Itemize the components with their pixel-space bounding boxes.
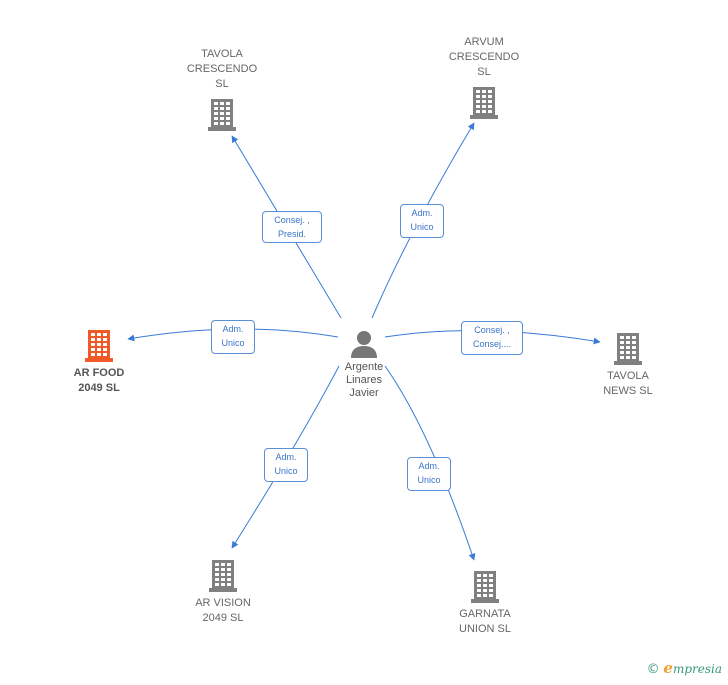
building-icon xyxy=(167,97,277,131)
edge-role-label[interactable]: Adm. Unico xyxy=(211,320,255,354)
company-node-tavola-crescendo[interactable]: TAVOLA CRESCENDO SL xyxy=(167,47,277,131)
company-node-garnata-union[interactable]: GARNATA UNION SL xyxy=(430,569,540,637)
building-icon xyxy=(429,85,539,119)
person-node[interactable]: Argente Linares Javier xyxy=(309,329,419,400)
person-label: Argente Linares Javier xyxy=(344,361,384,399)
edge-role-label[interactable]: Adm. Unico xyxy=(400,204,444,238)
company-label: TAVOLA NEWS SL xyxy=(603,370,653,397)
company-node-arvum-crescendo[interactable]: ARVUM CRESCENDO SL xyxy=(429,35,539,119)
building-icon xyxy=(44,328,154,362)
company-label: GARNATA UNION SL xyxy=(459,608,511,635)
building-icon xyxy=(430,569,540,603)
copyright-icon: © xyxy=(646,662,660,677)
empresia-watermark[interactable]: © empresia xyxy=(647,659,722,677)
company-node-tavola-news[interactable]: TAVOLA NEWS SL xyxy=(573,331,683,399)
company-node-ar-vision[interactable]: AR VISION 2049 SL xyxy=(168,558,278,626)
company-label: TAVOLA CRESCENDO SL xyxy=(186,48,258,90)
building-icon xyxy=(573,331,683,365)
edge-role-label[interactable]: Adm. Unico xyxy=(407,457,451,491)
company-label: ARVUM CRESCENDO SL xyxy=(448,36,520,78)
edge-role-label[interactable]: Consej. , Presid. xyxy=(262,211,322,243)
person-icon xyxy=(309,329,419,359)
edge-arrow-garnata-union xyxy=(384,365,476,561)
empresia-logo-initial: e xyxy=(663,659,673,677)
company-label: AR VISION 2049 SL xyxy=(195,597,251,624)
empresia-logo-text: mpresia xyxy=(672,662,722,676)
edge-role-label[interactable]: Adm. Unico xyxy=(264,448,308,482)
building-icon xyxy=(168,558,278,592)
edge-role-label[interactable]: Consej. , Consej.... xyxy=(461,321,523,355)
company-label: AR FOOD 2049 SL xyxy=(73,367,125,394)
company-node-ar-food[interactable]: AR FOOD 2049 SL xyxy=(44,328,154,396)
